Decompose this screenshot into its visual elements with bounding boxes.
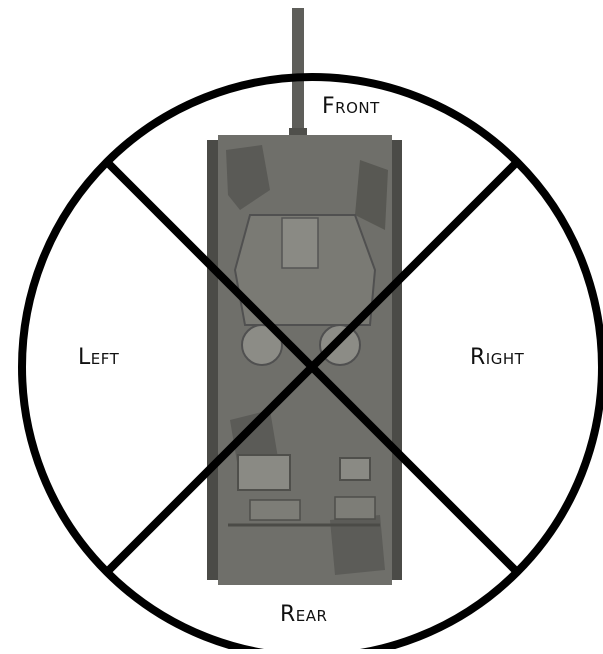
arc-label-left: Left <box>78 345 119 370</box>
tank-engine-box <box>238 455 290 490</box>
arc-label-rear: Rear <box>280 602 327 627</box>
arc-label-right: Right <box>470 345 524 370</box>
tank-engine-box <box>340 458 370 480</box>
tank-hatch-right <box>320 325 360 365</box>
arc-label-front: Front <box>322 94 380 119</box>
tank-crate <box>250 500 300 520</box>
tank-turret-front <box>282 218 318 268</box>
tank-crate <box>335 497 375 519</box>
